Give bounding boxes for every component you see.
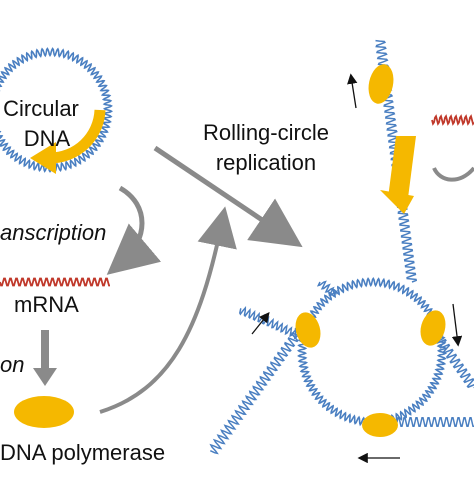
circular-dna-label-line2: DNA [23, 126, 71, 151]
synthesis-arrow-body [388, 136, 416, 198]
rolling-circle-label-line1: Rolling-circle [203, 120, 329, 145]
direction-arrow-down [451, 303, 463, 347]
dna-polymerase-enzyme [14, 396, 74, 428]
polymerase-right [420, 310, 446, 346]
right-strand [432, 333, 474, 389]
circular-dna [0, 47, 114, 174]
dna-polymerase-label: DNA polymerase [0, 440, 166, 465]
strand-join [316, 280, 339, 296]
mrna-strand [0, 277, 110, 287]
replicating-circle-coil [296, 276, 448, 428]
polymerase-left [295, 312, 321, 348]
direction-arrow-upright [251, 311, 270, 335]
mrna-strand-right [431, 114, 474, 126]
lagging-strand-tail [239, 306, 302, 340]
direction-arrow-up [347, 73, 358, 109]
template-arrow-head [30, 142, 56, 174]
template-arrow-body [49, 109, 106, 164]
translation-label: on [0, 352, 25, 377]
circular-dna-label-line1: Circular [3, 96, 79, 121]
partial-gray-arrow [432, 166, 474, 182]
lagging-strand-left [209, 327, 303, 455]
polymerase-top [368, 64, 394, 104]
rolling-circle-label-line2: replication [215, 150, 317, 175]
transcription-label: anscription [0, 220, 107, 245]
rolling-circle-arrow [153, 145, 303, 248]
circular-dna-coil [0, 47, 114, 173]
replicating-circle [296, 276, 448, 428]
synthesis-arrow-head [380, 190, 414, 214]
enzyme-delivery-arrow [99, 206, 237, 414]
polymerase-bottom [362, 413, 398, 437]
mrna-label: mRNA [14, 292, 79, 317]
transcription-arrow [106, 185, 162, 275]
translation-arrow-head [33, 368, 57, 386]
bottom-strand [381, 416, 474, 428]
